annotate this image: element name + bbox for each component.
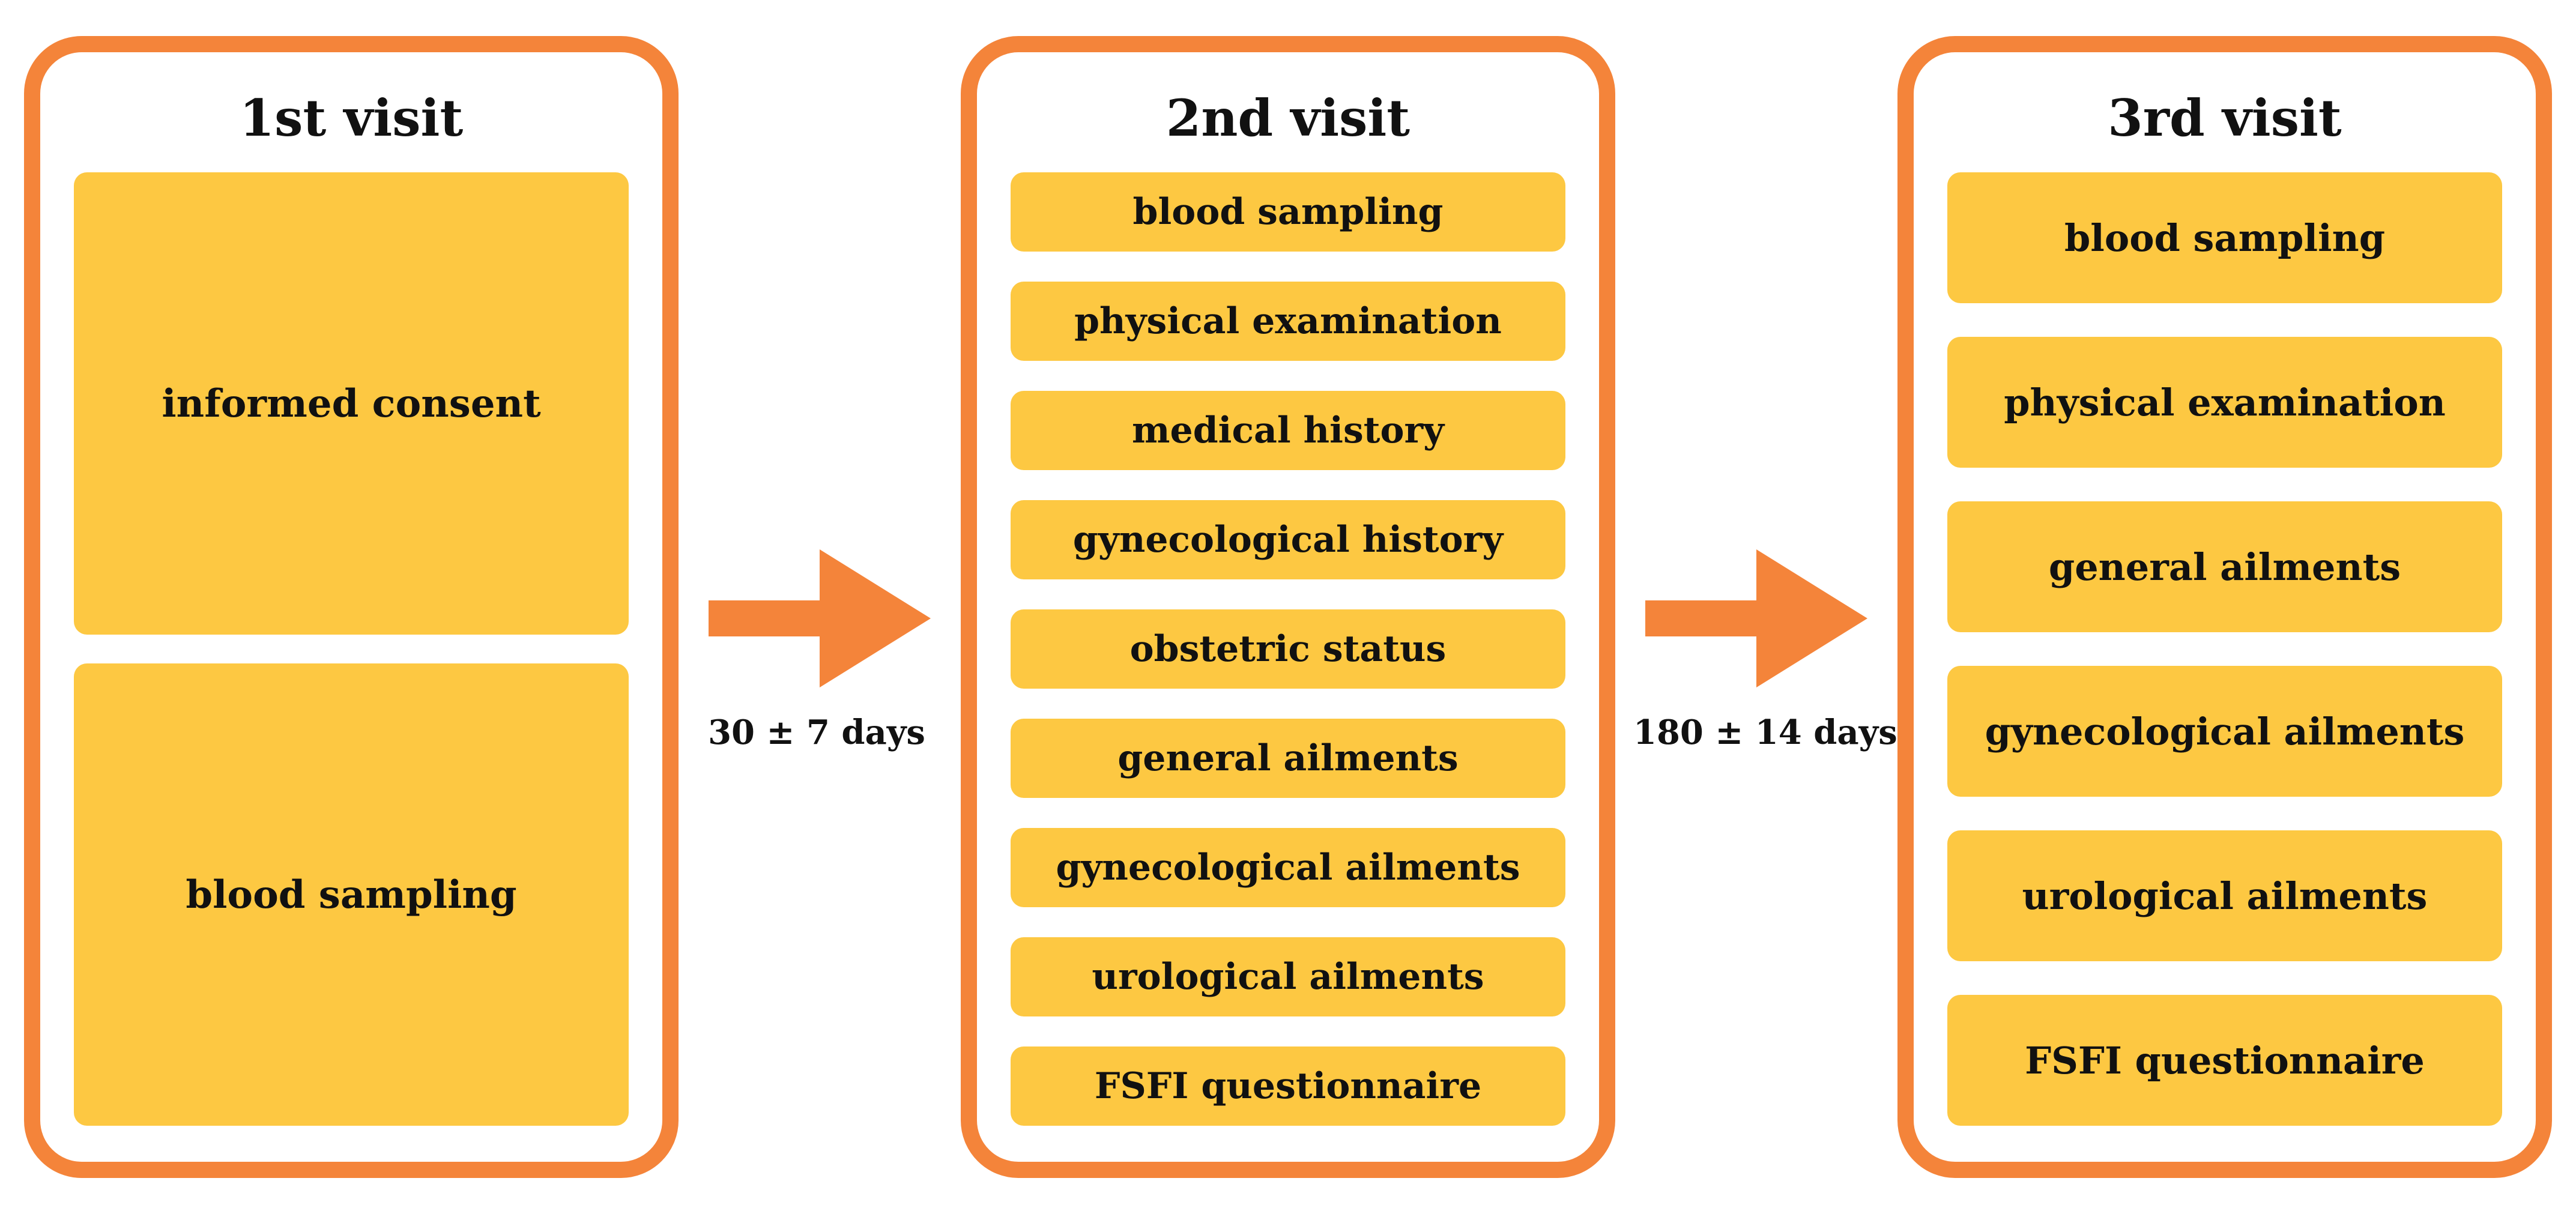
visit-items: informed consent blood sampling <box>74 172 629 1126</box>
visit-1-panel: 1st visit informed consent blood samplin… <box>24 36 679 1178</box>
visit-item: physical examination <box>1947 337 2502 468</box>
visit-item: obstetric status <box>1011 609 1565 689</box>
visit-item: urological ailments <box>1947 830 2502 961</box>
visit-item: gynecological history <box>1011 500 1565 579</box>
interval-label: 30 ± 7 days <box>708 713 925 752</box>
visit-item: gynecological ailments <box>1011 828 1565 907</box>
right-arrow-icon <box>709 549 937 687</box>
visit-item: physical examination <box>1011 282 1565 361</box>
visit-3-panel: 3rd visit blood sampling physical examin… <box>1897 36 2552 1178</box>
visit-2-panel: 2nd visit blood sampling physical examin… <box>961 36 1615 1178</box>
visit-item: FSFI questionnaire <box>1947 995 2502 1126</box>
visit-item: informed consent <box>74 172 629 635</box>
visit-item: general ailments <box>1011 719 1565 798</box>
visit-items: blood sampling physical examination gene… <box>1947 172 2502 1126</box>
visit-title: 3rd visit <box>2108 88 2342 148</box>
visit-item: blood sampling <box>1947 172 2502 303</box>
visit-item: medical history <box>1011 391 1565 470</box>
visit-items: blood sampling physical examination medi… <box>1011 172 1565 1126</box>
visit-item: general ailments <box>1947 501 2502 632</box>
interval-label: 180 ± 14 days <box>1633 713 1897 752</box>
visit-title: 1st visit <box>239 88 464 148</box>
right-arrow-icon <box>1645 549 1873 687</box>
visit-item: urological ailments <box>1011 937 1565 1016</box>
visit-title: 2nd visit <box>1166 88 1410 148</box>
visit-item: blood sampling <box>1011 172 1565 252</box>
visit-item: blood sampling <box>74 663 629 1126</box>
visit-item: FSFI questionnaire <box>1011 1046 1565 1126</box>
visit-item: gynecological ailments <box>1947 666 2502 797</box>
